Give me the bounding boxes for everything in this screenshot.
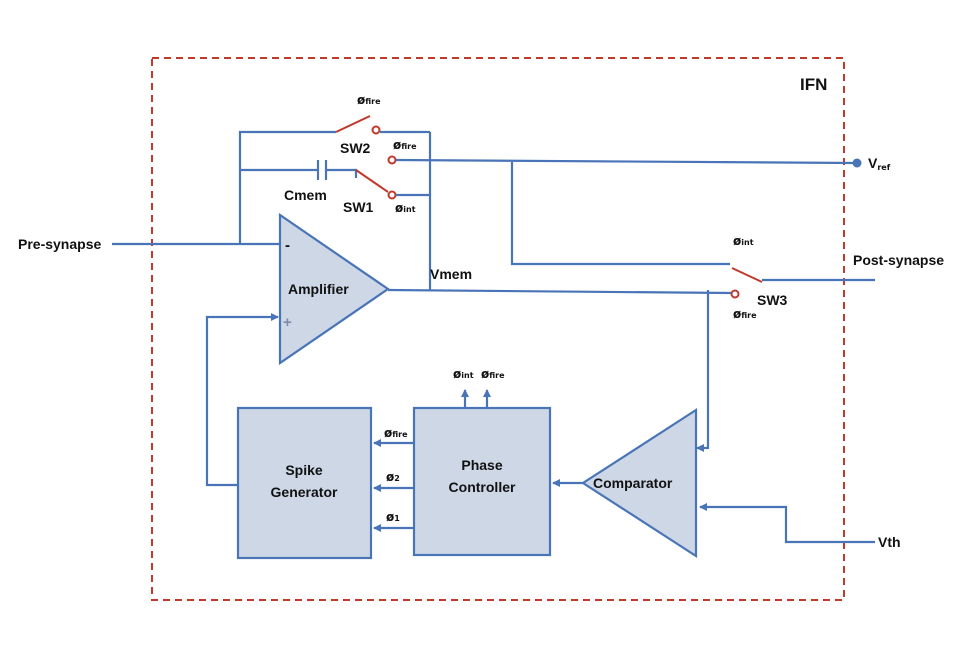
- sw3-phase-int-label: øint: [733, 234, 754, 248]
- sw1-node: [387, 190, 397, 200]
- phase-controller-label-1: Phase: [461, 457, 502, 473]
- sw1-phase-int-label: øint: [395, 201, 416, 215]
- vref-wire: [395, 158, 856, 165]
- spike-generator-block: [236, 406, 373, 560]
- vmem-to-comparator-wire: [696, 290, 710, 452]
- sw3-label: SW3: [757, 292, 788, 308]
- phi-1-label: ø1: [386, 510, 400, 524]
- sw3-node: [730, 289, 740, 299]
- phi-2-label: ø2: [386, 470, 400, 484]
- sw2-label: SW2: [340, 140, 371, 156]
- spike-generator-label-2: Generator: [271, 484, 338, 500]
- sw2-blade: [335, 115, 371, 133]
- cmem-right-wire: [326, 168, 358, 178]
- post-synapse-label: Post-synapse: [853, 252, 944, 268]
- sw2-feedback-wire: [238, 130, 336, 244]
- ifn-title: IFN: [800, 75, 827, 94]
- vth-wire: [699, 503, 875, 544]
- vref-to-sw3-wire: [510, 162, 730, 266]
- amp-output-wire: [387, 288, 732, 295]
- phi-fire-label: øfire: [384, 426, 408, 440]
- comparator-label: Comparator: [593, 475, 673, 491]
- sw1-label: SW1: [343, 199, 374, 215]
- vref-label: Vref: [868, 155, 891, 172]
- phase-controller-block: [412, 406, 552, 557]
- pc-phase-int-label: øint: [453, 367, 474, 381]
- sw2-node: [371, 125, 381, 135]
- comparator-block: [580, 407, 698, 559]
- phase-controller-label-2: Controller: [449, 479, 516, 495]
- sw3-phase-fire-label: øfire: [733, 307, 757, 321]
- spike-feedback-wire: [205, 313, 279, 487]
- amplifier-plus: +: [283, 314, 292, 331]
- vmem-label: Vmem: [430, 266, 472, 282]
- pre-synapse-label: Pre-synapse: [18, 236, 101, 252]
- sw2-phase-fire-label: øfire: [357, 93, 381, 107]
- vth-label: Vth: [878, 534, 901, 550]
- amplifier-label: Amplifier: [288, 281, 349, 297]
- amplifier-minus: -: [285, 237, 290, 254]
- ifn-boundary: [151, 57, 845, 601]
- vref-terminal: [852, 158, 862, 168]
- vref-switch-node: [387, 155, 397, 165]
- pc-phase-fire-label: øfire: [481, 367, 505, 381]
- cmem-label: Cmem: [284, 187, 327, 203]
- spike-generator-label-1: Spike: [285, 462, 323, 478]
- amplifier-block: [278, 212, 390, 366]
- sw1-blade: [355, 169, 389, 193]
- vref-node-phase-fire-label: øfire: [393, 138, 417, 152]
- sw3-blade: [731, 267, 763, 283]
